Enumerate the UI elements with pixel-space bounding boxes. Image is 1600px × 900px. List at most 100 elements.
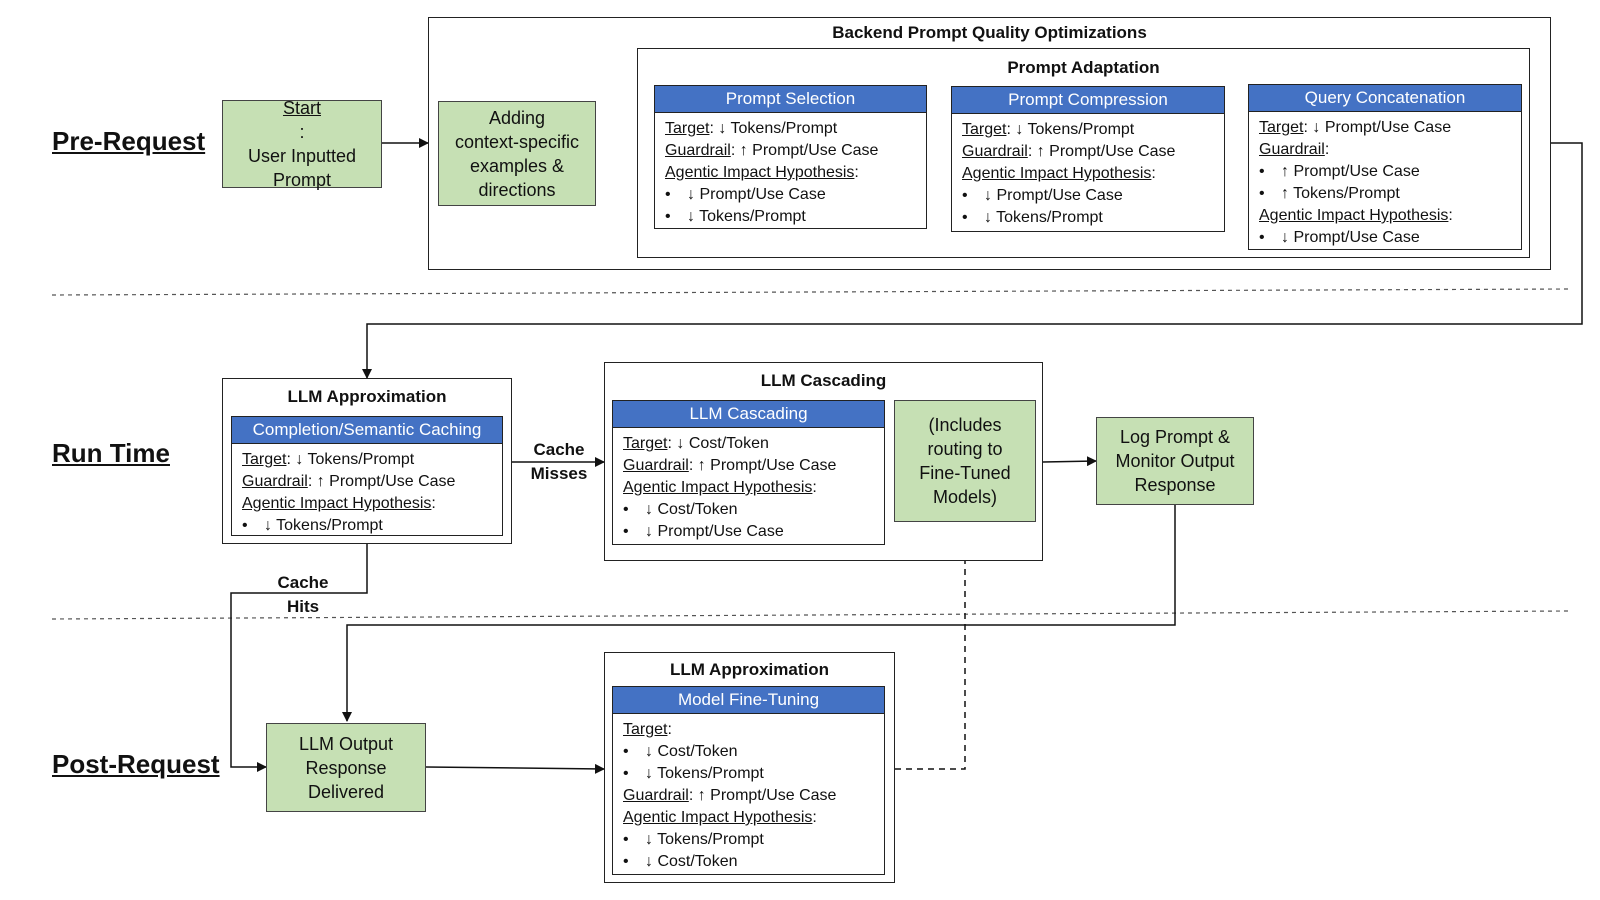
down-arrow-icon: ↓ — [1281, 229, 1289, 246]
query-concatenation-card: Query Concatenation Target: ↓ Prompt/Use… — [1248, 84, 1522, 250]
fine-tuned-routing-node: (Includes routing to Fine-Tuned Models) — [894, 400, 1036, 522]
hypothesis-label: Agentic Impact Hypothesis — [623, 479, 813, 496]
bullet-icon: • — [623, 523, 629, 540]
down-arrow-icon: ↓ — [645, 853, 653, 870]
hypothesis-label: Agentic Impact Hypothesis — [623, 809, 813, 826]
hypothesis-item: Tokens/Prompt — [657, 831, 764, 848]
down-arrow-icon: ↓ — [687, 208, 695, 225]
target-value: Tokens/Prompt — [1027, 121, 1135, 138]
bullet-icon: • — [665, 186, 671, 203]
colon: : — [688, 787, 694, 804]
start-colon: : — [299, 122, 305, 142]
prompt-compression-title: Prompt Compression — [952, 87, 1224, 114]
hypothesis-label: Agentic Impact Hypothesis — [1259, 207, 1449, 224]
includes-line-3: Fine-Tuned — [919, 463, 1011, 483]
bullet-icon: • — [665, 208, 671, 225]
phase-pre-request: Pre-Request — [52, 126, 206, 156]
adding-line-2: context-specific — [454, 131, 580, 152]
colon: : — [307, 473, 313, 490]
bullet-icon: • — [623, 853, 629, 870]
target-label: Target — [242, 451, 287, 468]
guardrail-item: Tokens/Prompt — [1293, 185, 1400, 202]
adaptation-group-title: Prompt Adaptation — [1007, 58, 1160, 77]
hypothesis-label: Agentic Impact Hypothesis — [665, 164, 855, 181]
prompt-compression-card: Prompt Compression Target: ↓ Tokens/Prom… — [951, 86, 1225, 232]
bullet-icon: • — [1259, 229, 1265, 246]
up-arrow-icon: ↑ — [316, 473, 325, 490]
down-arrow-icon: ↓ — [1312, 119, 1321, 136]
target-value: Prompt/Use Case — [1324, 119, 1452, 136]
colon: : — [1448, 207, 1453, 224]
edge-backend-to-approximation — [362, 142, 1583, 379]
guardrail-value: Prompt/Use Case — [1049, 143, 1176, 160]
bullet-icon: • — [962, 209, 968, 226]
down-arrow-icon: ↓ — [1015, 121, 1024, 138]
target-label: Target — [962, 121, 1007, 138]
guardrail-item: Prompt/Use Case — [1293, 163, 1420, 180]
includes-line-2: routing to — [927, 439, 1003, 459]
log-line-2: Monitor Output — [1115, 451, 1235, 471]
colon: : — [1027, 143, 1033, 160]
start-label: Start — [282, 98, 321, 118]
bullet-icon: • — [623, 501, 629, 518]
edge-cache-hits — [230, 544, 368, 772]
down-arrow-icon: ↓ — [645, 523, 653, 540]
down-arrow-icon: ↓ — [984, 209, 992, 226]
bullet-icon: • — [1259, 185, 1265, 202]
guardrail-label: Guardrail — [623, 787, 689, 804]
up-arrow-icon: ↑ — [1281, 163, 1289, 180]
target-value: Tokens/Prompt — [730, 120, 838, 137]
adding-context-node: Adding context-specific examples & direc… — [438, 101, 596, 206]
guardrail-label: Guardrail — [623, 457, 689, 474]
colon: : — [709, 120, 714, 137]
colon: : — [854, 164, 859, 181]
adding-line-4: directions — [478, 179, 556, 200]
bullet-icon: • — [623, 831, 629, 848]
down-arrow-icon: ↓ — [264, 517, 272, 534]
output-line-3: Delivered — [307, 781, 385, 802]
guardrail-value: Prompt/Use Case — [752, 142, 879, 159]
edge-output-to-finetuning — [425, 763, 605, 774]
up-arrow-icon: ↑ — [739, 142, 748, 159]
approximation-post-title: LLM Approximation — [670, 660, 829, 679]
hypothesis-item: Tokens/Prompt — [996, 209, 1103, 226]
model-fine-tuning-title: Model Fine-Tuning — [613, 687, 884, 714]
colon: : — [1303, 119, 1308, 136]
target-label: Target — [623, 435, 668, 452]
model-fine-tuning-card: Model Fine-Tuning Target: •↓ Cost/Token … — [612, 686, 885, 875]
phase-run-time: Run Time — [52, 438, 170, 468]
down-arrow-icon: ↓ — [645, 501, 653, 518]
colon: : — [431, 495, 436, 512]
guardrail-value: Prompt/Use Case — [329, 473, 456, 490]
prompt-selection-card: Prompt Selection Target: ↓ Tokens/Prompt… — [654, 85, 927, 229]
colon: : — [667, 721, 672, 738]
colon: : — [812, 809, 817, 826]
hypothesis-label: Agentic Impact Hypothesis — [962, 165, 1152, 182]
start-node: Start: User Inputted Prompt — [222, 98, 382, 190]
log-line-3: Response — [1134, 475, 1216, 495]
llm-cascading-card: LLM Cascading Target: ↓ Cost/Token Guard… — [612, 400, 885, 545]
up-arrow-icon: ↑ — [1281, 185, 1289, 202]
start-line-2: User Inputted — [247, 146, 357, 166]
down-arrow-icon: ↓ — [718, 120, 727, 137]
up-arrow-icon: ↑ — [697, 457, 706, 474]
target-item: Cost/Token — [657, 743, 738, 760]
semantic-caching-card: Completion/Semantic Caching Target: ↓ To… — [231, 416, 503, 536]
cache-misses-line-1: Cache — [533, 440, 585, 459]
down-arrow-icon: ↓ — [295, 451, 304, 468]
target-label: Target — [623, 721, 668, 738]
colon: : — [1006, 121, 1011, 138]
colon: : — [1151, 165, 1156, 182]
bullet-icon: • — [623, 743, 629, 760]
down-arrow-icon: ↓ — [687, 186, 695, 203]
includes-line-1: (Includes — [928, 415, 1002, 435]
cache-misses-label: Cache Misses — [524, 438, 594, 486]
guardrail-label: Guardrail — [962, 143, 1028, 160]
hypothesis-item: Cost/Token — [657, 501, 738, 518]
guardrail-label: Guardrail — [1259, 141, 1325, 158]
hypothesis-item: Cost/Token — [657, 853, 738, 870]
up-arrow-icon: ↑ — [1036, 143, 1045, 160]
bullet-icon: • — [1259, 163, 1265, 180]
down-arrow-icon: ↓ — [676, 435, 685, 452]
